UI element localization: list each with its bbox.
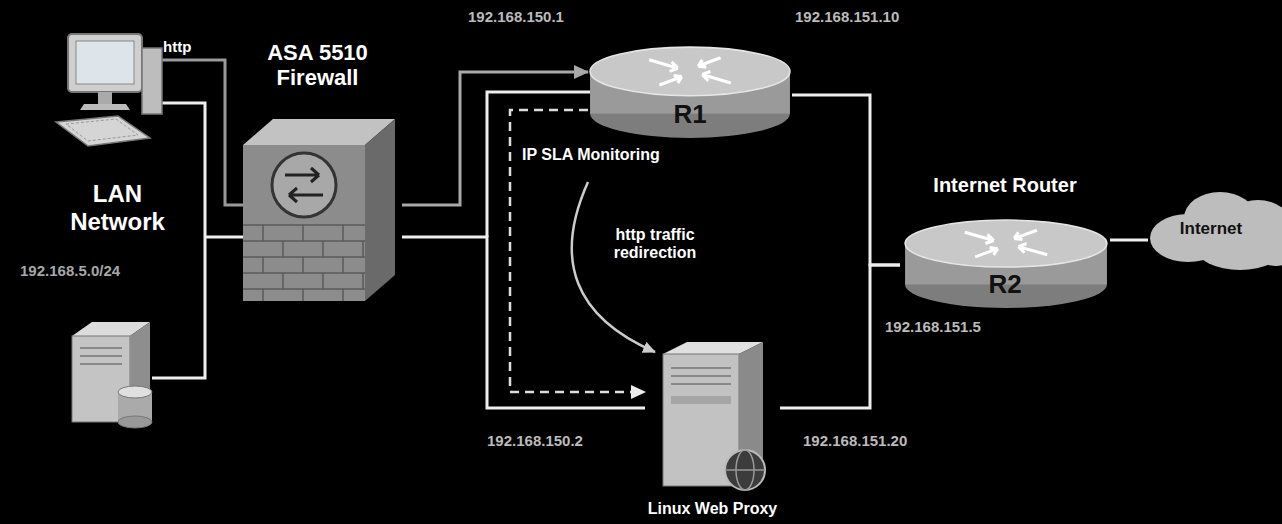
drawing-part [725,450,765,490]
drawing-part [118,386,152,398]
drawing-part [80,104,130,110]
drawing-part [1252,226,1282,266]
drawing-part [362,241,364,257]
drawing-part [243,224,365,226]
drawing-part [590,47,790,96]
drawing-part [671,375,731,377]
redirection-arrow [572,182,655,352]
drawing-part [118,416,152,428]
pc-icon [56,34,162,146]
drawing-part [362,273,364,289]
firewall-icon [233,115,403,305]
drawing-part [80,347,122,349]
drawing-part [98,92,112,104]
drawing-part [322,241,324,257]
drawing-part [289,188,323,202]
drawing-part [262,257,264,273]
drawing-part [282,241,284,257]
drawing-part [1150,192,1282,270]
network-link [402,237,645,408]
drawing-part [365,119,395,301]
drawing-part [1014,230,1037,239]
server-icon [72,322,152,428]
network-link [402,72,588,205]
drawing-part [671,367,731,369]
ip-address: 192.168.150.2 [487,432,583,449]
drawing-part [342,289,344,301]
proxy-node: Linux Web Proxy [645,342,780,520]
drawing-part [725,469,765,471]
drawing-part [322,273,324,289]
subnet-label: 192.168.5.0/24 [20,262,120,279]
drawing-part [671,396,731,404]
device-title: Linux Web Proxy [648,500,778,518]
drawing-part [80,355,122,357]
drawing-part [68,34,142,92]
network-link [780,265,900,408]
drawing-part [243,145,365,301]
ip-address: 192.168.151.5 [885,318,981,335]
cloud-label: Internet [1180,219,1242,239]
ip-address: 192.168.151.20 [803,432,907,449]
device-title: ASA 5510 Firewall [233,40,402,91]
network-link [1110,239,1148,242]
drawing-part [262,225,264,241]
drawing-part [66,119,138,141]
drawing-part [342,257,344,273]
ip-address: 192.168.151.10 [795,8,899,25]
ip-address: 192.168.150.1 [468,8,564,25]
drawing-part [243,256,365,258]
drawing-part [272,153,336,217]
drawing-part [76,41,134,84]
cloud-node: Internet [1148,186,1282,276]
drawing-part [342,225,344,241]
drawing-part [302,225,304,241]
drawing-part [671,383,731,385]
router-node: Internet RouterR2 [900,172,1110,312]
drawing-part [243,272,365,274]
drawing-part [282,273,284,289]
drawing-part [302,289,304,301]
drawing-part [142,48,162,114]
network-name: LAN Network [55,180,180,235]
dmz-wire [487,92,590,237]
drawing-part [649,60,678,72]
drawing-part [1018,244,1047,255]
drawing-part [975,248,998,257]
drawing-part [80,363,122,365]
drawing-part [659,76,681,86]
protocol-label: http [163,38,191,55]
drawing-part [965,232,994,243]
drawing-part [262,289,264,301]
device-name: R2 [988,270,1021,300]
device-title: Internet Router [933,174,1076,197]
drawing-part [698,58,720,67]
drawing-part [905,220,1107,267]
drawing-part [56,116,150,146]
network-link [792,95,900,265]
firewall-node: ASA 5510 Firewall [233,40,402,305]
redirection-label: http traffic redirection [590,226,720,263]
lan-wire [152,103,205,378]
monitoring-label: IP SLA Monitoring [522,146,660,164]
device-name: R1 [673,100,706,130]
proxy-server-icon [645,342,780,492]
drawing-part [243,240,365,242]
drawing-part [702,71,731,83]
lan-wire [205,236,247,239]
router-node: R1 [588,45,792,140]
drawing-part [302,257,304,273]
drawing-part [285,168,319,182]
drawing-part [243,288,365,290]
